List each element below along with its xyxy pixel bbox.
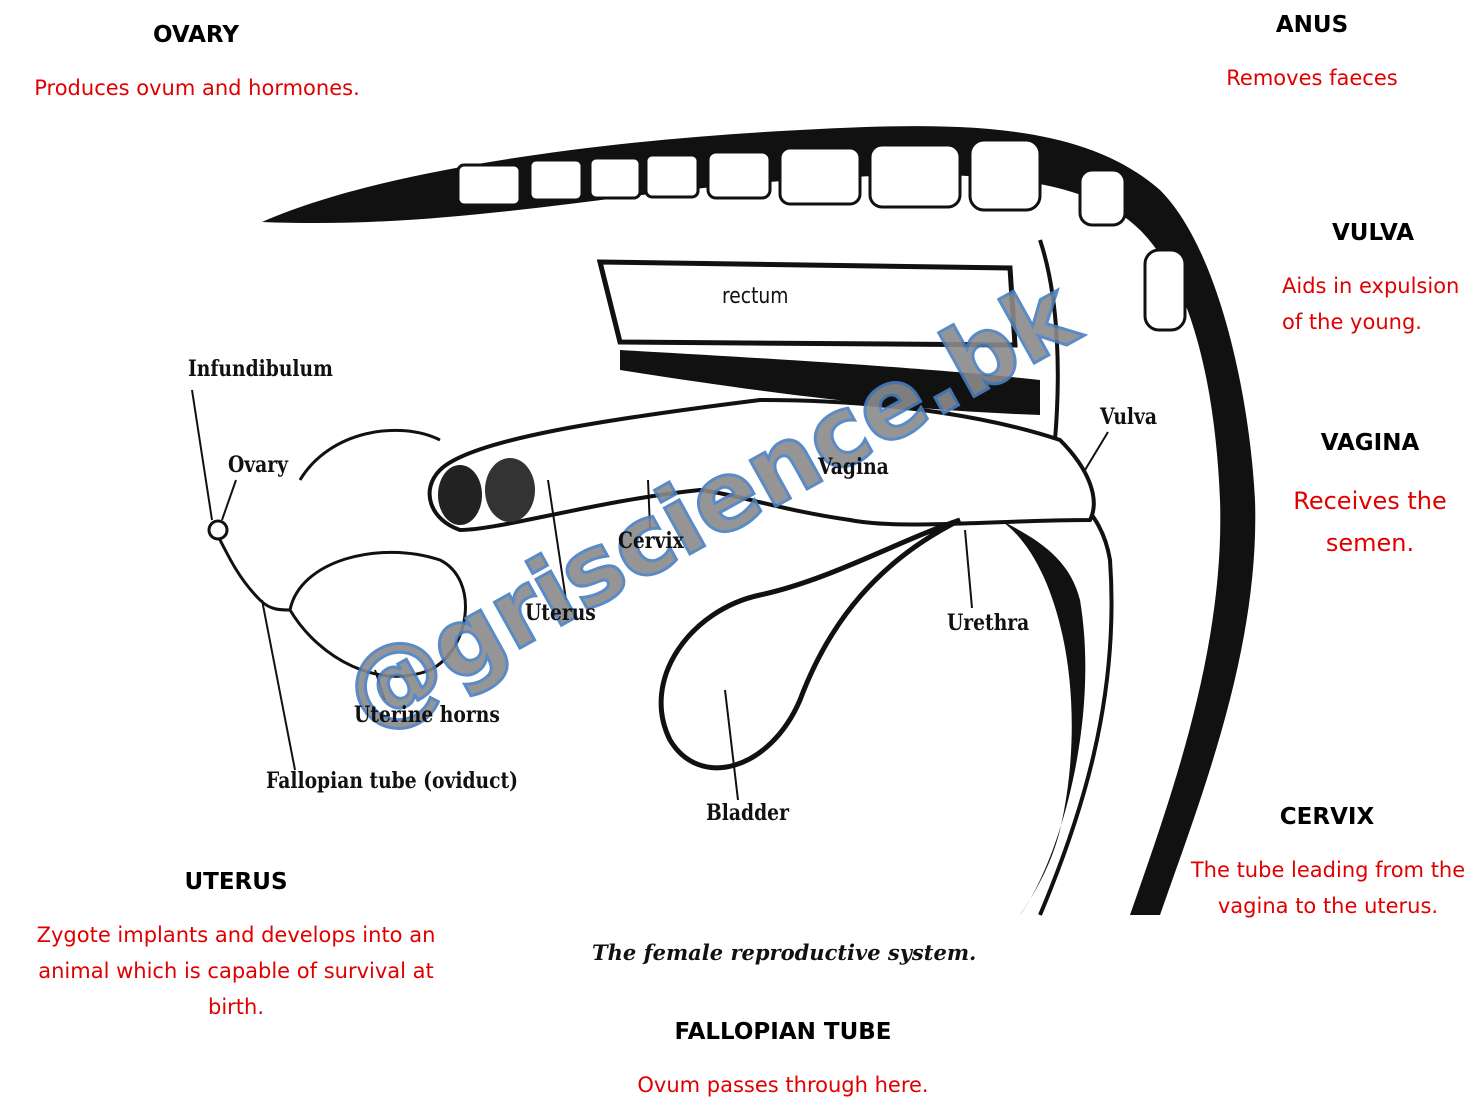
- bladder: [658, 517, 962, 771]
- spine: [262, 126, 1256, 915]
- anus-description: Removes faeces: [1226, 66, 1398, 90]
- fallopian-tube-description: Ovum passes through here.: [637, 1073, 929, 1097]
- cervix-description-line1: The tube leading from the: [1190, 858, 1466, 882]
- label-infundibulum: Infundibulum: [188, 356, 333, 382]
- label-urethra: Urethra: [947, 610, 1030, 636]
- cervix-description-line2: vagina to the uterus.: [1217, 894, 1439, 918]
- label-vagina: Vagina: [818, 454, 889, 480]
- uterus-description-line3: birth.: [207, 995, 265, 1019]
- vagina-heading: VAGINA: [1320, 430, 1420, 456]
- vulva-heading: VULVA: [1331, 220, 1414, 246]
- label-vulva: Vulva: [1100, 404, 1158, 430]
- vulva-description-line2: of the young.: [1282, 310, 1422, 334]
- label-uterine-horns: Uterine horns: [354, 702, 500, 728]
- uterus-description-line2: animal which is capable of survival at: [38, 959, 434, 983]
- vulva-description-line1: Aids in expulsion: [1282, 274, 1460, 298]
- label-uterus: Uterus: [525, 600, 596, 626]
- ovary-heading: OVARY: [152, 22, 240, 48]
- rectum: [596, 259, 1018, 348]
- label-rectum: rectum: [722, 284, 789, 309]
- reproductive-tract: [427, 397, 1096, 533]
- fallopian-tube-heading: FALLOPIAN TUBE: [674, 1019, 892, 1045]
- label-fallopian-tube: Fallopian tube (oviduct): [266, 768, 519, 794]
- vagina-description-line1: Receives the: [1293, 487, 1447, 515]
- vagina-description-line2: semen.: [1325, 529, 1415, 557]
- figure-caption: The female reproductive system.: [592, 940, 977, 965]
- cervix-heading: CERVIX: [1279, 804, 1375, 830]
- uterus-description-line1: Zygote implants and develops into an: [36, 923, 436, 947]
- label-bladder: Bladder: [706, 800, 789, 826]
- label-ovary: Ovary: [228, 452, 288, 478]
- ovary-description: Produces ovum and hormones.: [34, 76, 360, 100]
- uterus-heading: UTERUS: [184, 869, 288, 895]
- anus-heading: ANUS: [1275, 12, 1349, 38]
- label-cervix: Cervix: [618, 528, 684, 554]
